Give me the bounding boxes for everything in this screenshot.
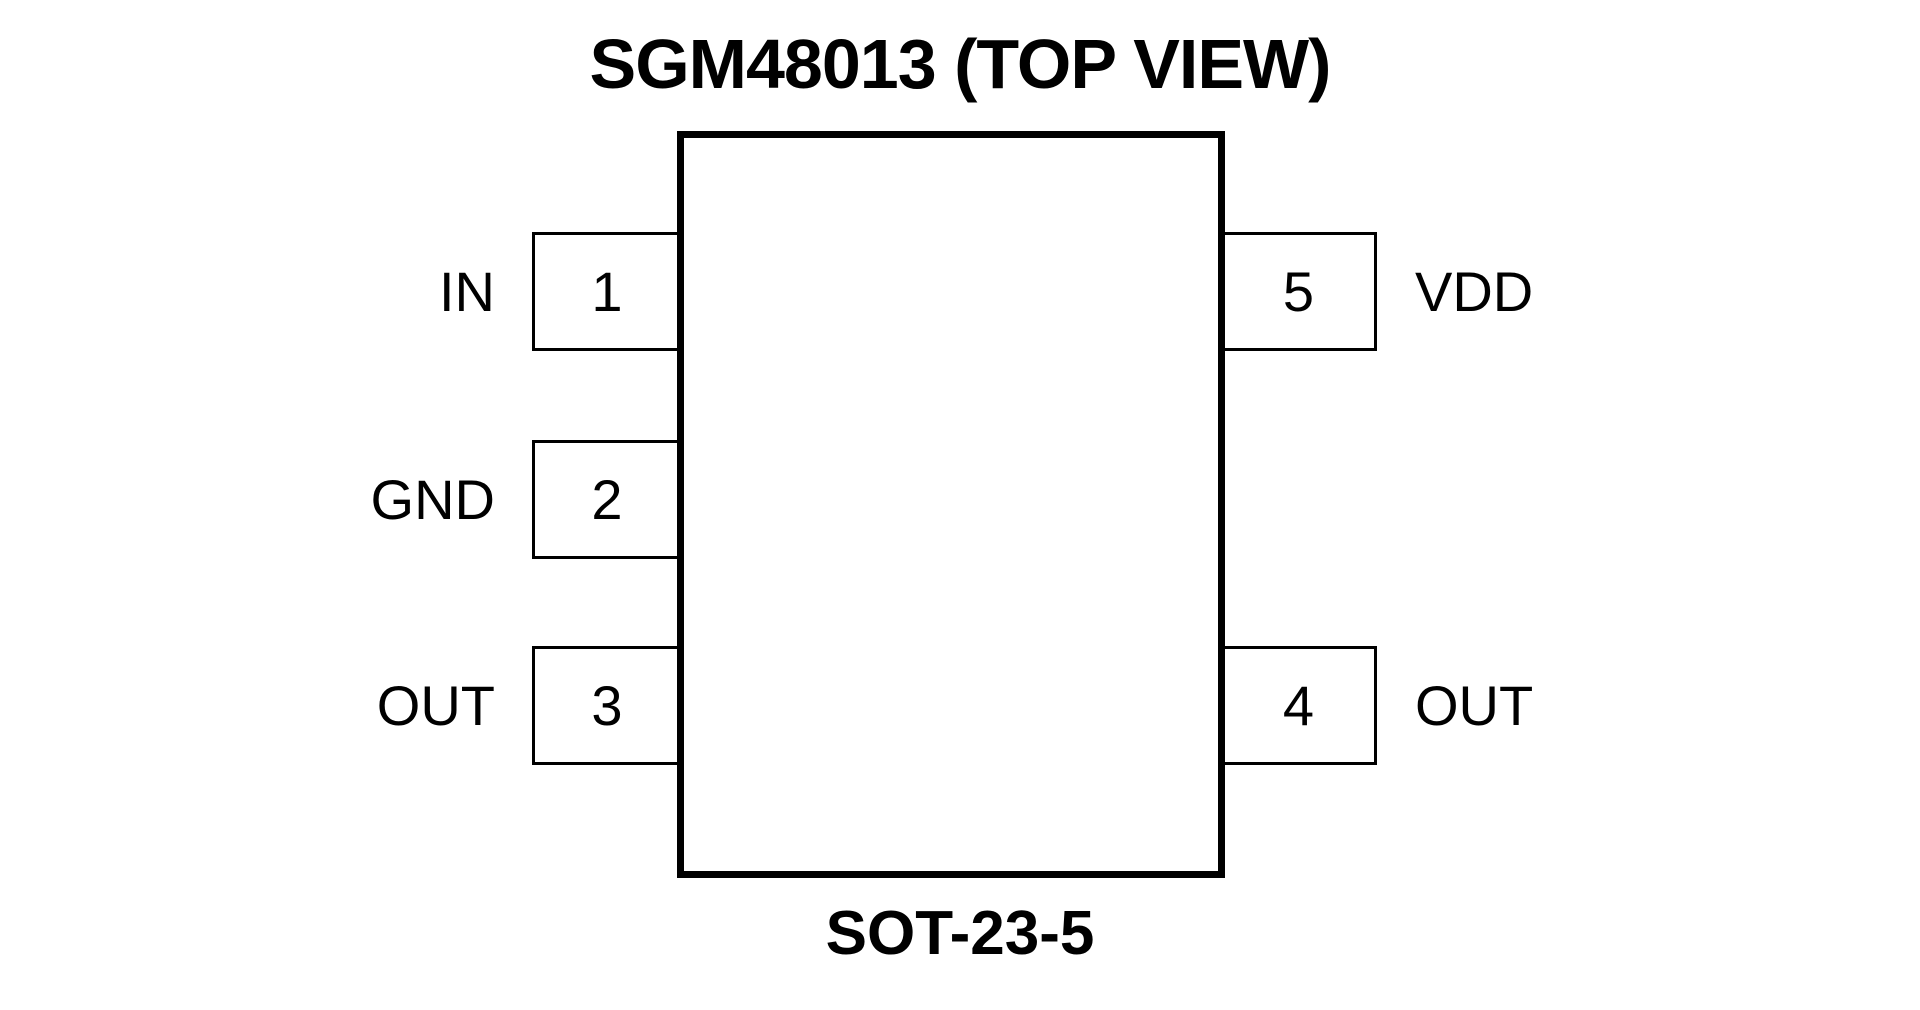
pin-box-1: 1 xyxy=(532,232,682,351)
pin-label-in: IN xyxy=(439,260,495,323)
pin-number-1: 1 xyxy=(591,260,623,323)
ic-package-body xyxy=(677,131,1225,878)
pin-box-4: 4 xyxy=(1220,646,1377,765)
pin-number-5: 5 xyxy=(1282,260,1315,323)
pin-number-2: 2 xyxy=(591,468,623,531)
package-name: SOT-23-5 xyxy=(825,899,1095,968)
pin-box-5: 5 xyxy=(1220,232,1377,351)
pin-label-gnd: GND xyxy=(370,468,495,531)
pin-number-3: 3 xyxy=(591,674,623,737)
pin-number-4: 4 xyxy=(1282,674,1315,737)
pin-label-out-right: OUT xyxy=(1415,674,1534,737)
diagram-title: SGM48013 (TOP VIEW) xyxy=(589,25,1332,103)
pin-box-3: 3 xyxy=(532,646,682,765)
pin-label-out-left: OUT xyxy=(376,674,495,737)
pin-box-2: 2 xyxy=(532,440,682,559)
pin-label-vdd: VDD xyxy=(1415,260,1534,323)
